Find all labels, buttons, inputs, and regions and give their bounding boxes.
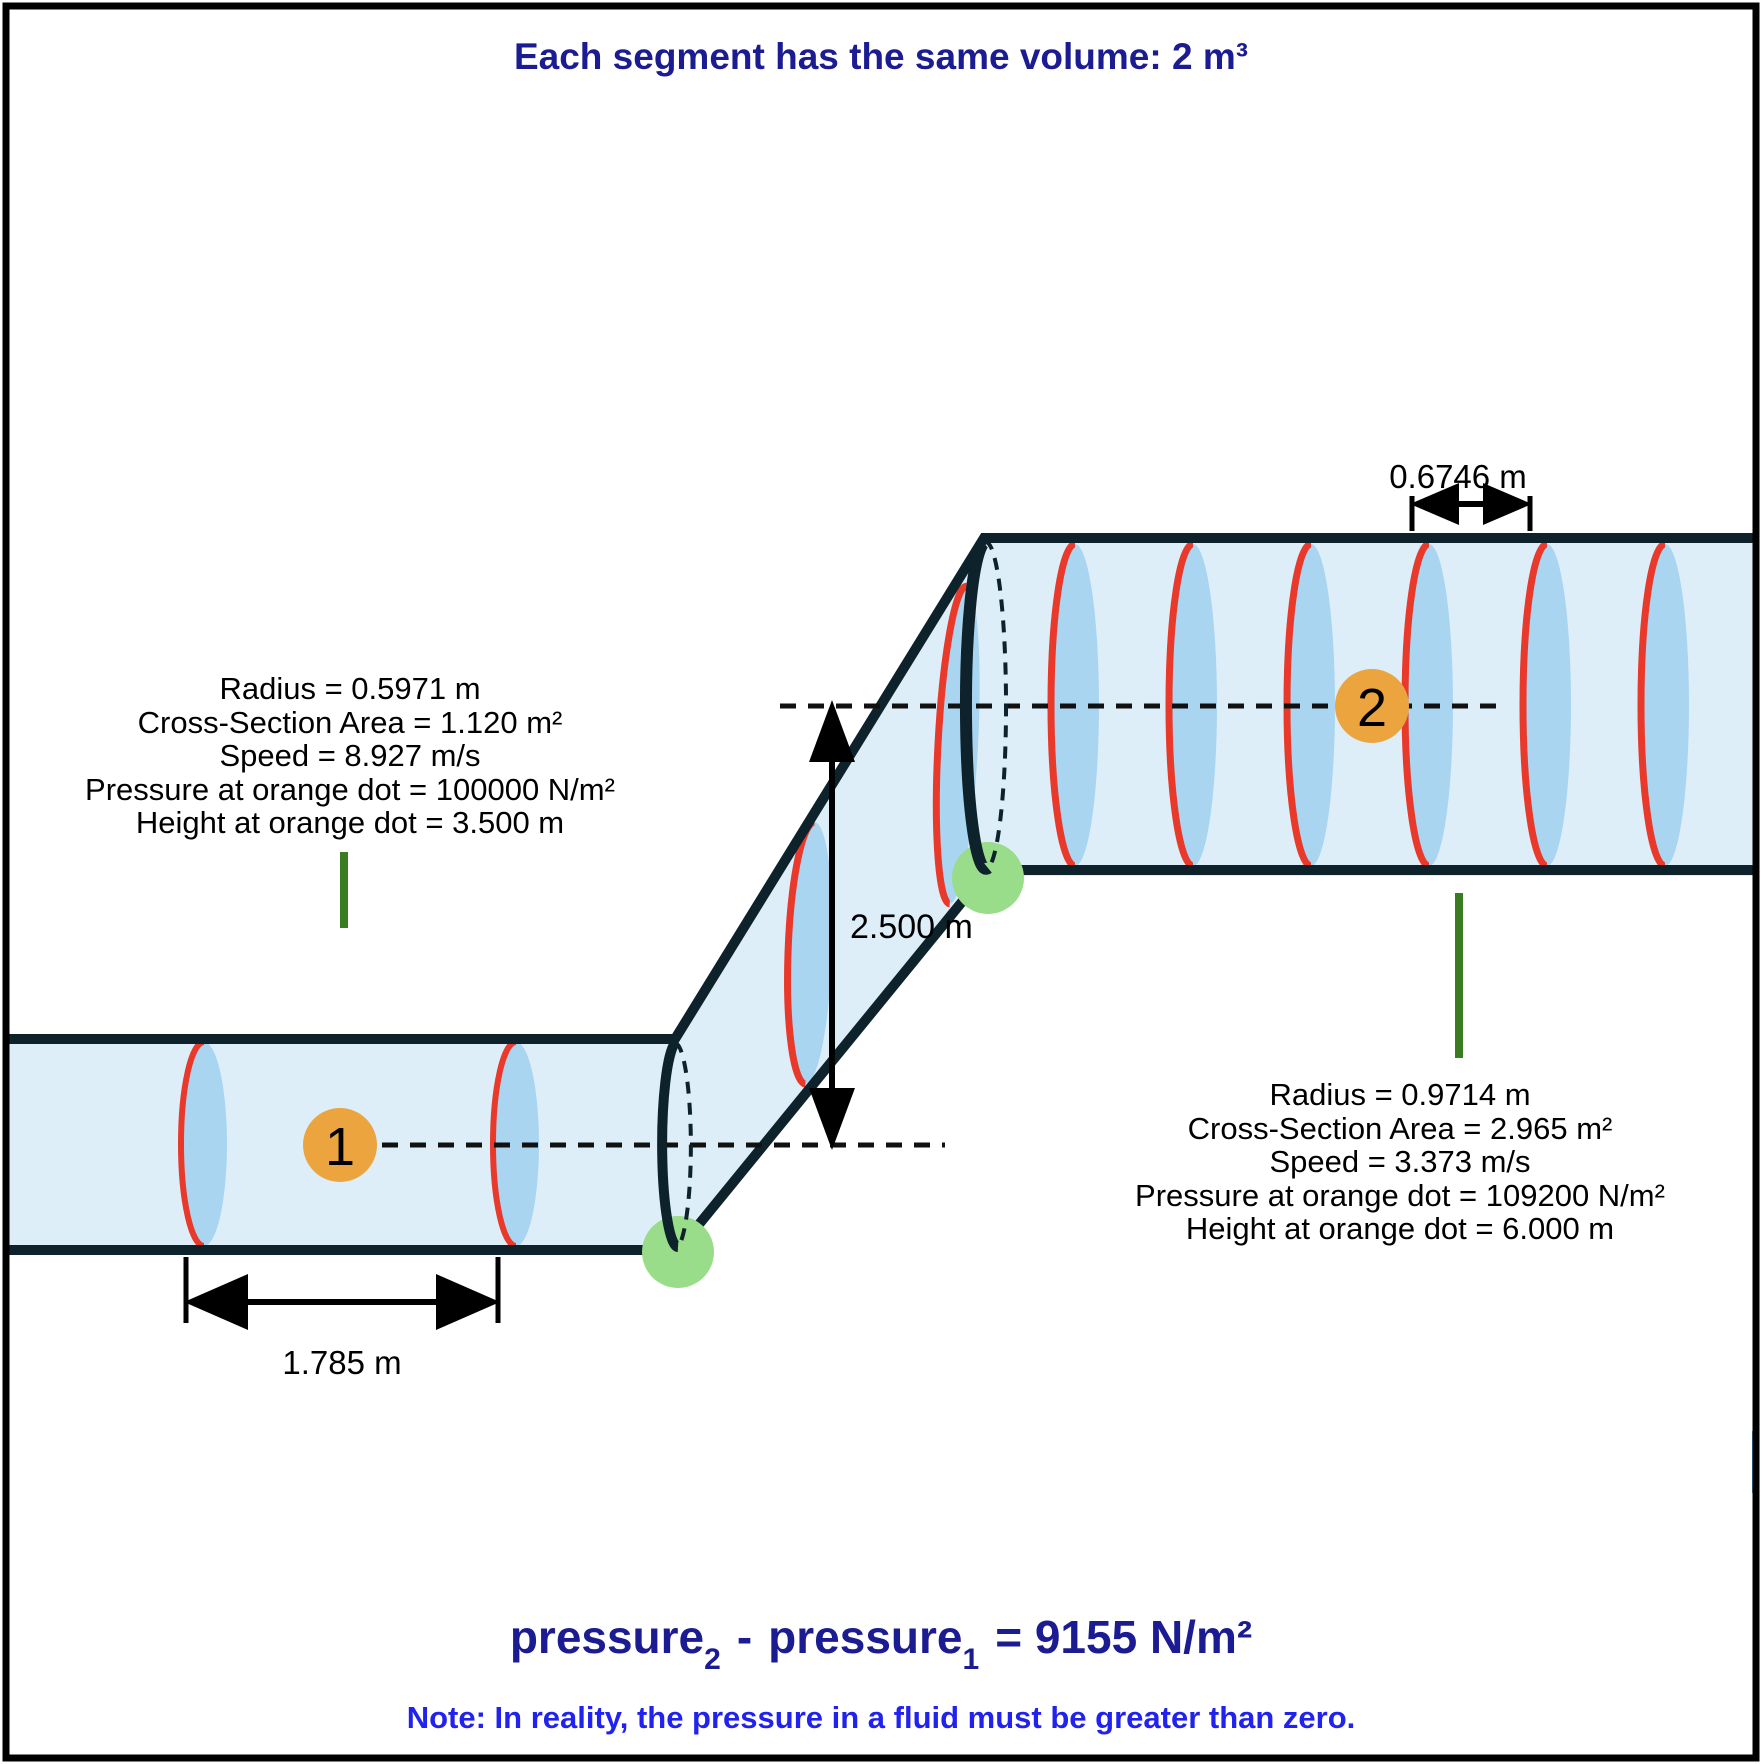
segment2-radius: Radius = 0.9714 m: [1269, 1077, 1531, 1112]
upper-segment-dimension: [1409, 483, 1533, 531]
segment2-info: Radius = 0.9714 m Cross-Section Area = 2…: [1040, 1078, 1760, 1246]
pressure-difference-result: pressure2-pressure1= 9155 N/m²: [0, 1610, 1762, 1676]
upper-pipe-endcap-back-arc: [982, 540, 1009, 870]
segment1-height: Height at orange dot = 3.500 m: [135, 805, 565, 840]
upper-segment-length-label: 0.6746 m: [1389, 458, 1527, 495]
footnote: Note: In reality, the pressure in a flui…: [406, 1700, 1356, 1735]
segment1-pressure: Pressure at orange dot = 100000 N/m²: [85, 771, 615, 807]
orange-dot-1: 1: [303, 1108, 377, 1182]
segment2-height: Height at orange dot = 6.000 m: [1185, 1211, 1615, 1246]
segment-divider: [1637, 540, 1689, 870]
upper-pipe-endcap-front-arc: [959, 538, 992, 875]
segment-divider-arc: [490, 1039, 517, 1249]
segment2-pressure: Pressure at orange dot = 109200 N/m²: [1135, 1177, 1665, 1213]
result-word1: pressure: [768, 1611, 963, 1663]
segment-divider: [178, 1039, 227, 1249]
segment-divider: [1165, 540, 1217, 870]
segment1-radius: Radius = 0.5971 m: [219, 671, 481, 706]
orange-dot-1-label: 1: [325, 1117, 355, 1177]
height-difference-arrow: [809, 700, 855, 1150]
orange-dot-2: 2: [1335, 669, 1409, 743]
segment-lens: [493, 1042, 539, 1246]
green-bend-dot-upper: [952, 842, 1024, 914]
lower-pipe-endcap-front-arc: [657, 1039, 680, 1252]
green-bend-dot-lower: [642, 1216, 714, 1288]
segment-lens: [181, 1042, 227, 1246]
segment2-speed: Speed = 3.373 m/s: [1269, 1144, 1531, 1179]
result-sub2: 2: [704, 1643, 721, 1676]
result-value: = 9155 N/m²: [995, 1611, 1253, 1663]
segment-divider-arc: [932, 582, 968, 908]
orange-dot-2-label: 2: [1357, 678, 1387, 738]
result-dash: -: [736, 1611, 753, 1663]
page-title: Each segment has the same volume: 2 m³: [513, 36, 1249, 77]
result-sub1: 1: [962, 1643, 980, 1676]
segment1-speed: Speed = 8.927 m/s: [219, 738, 481, 773]
segment-divider: [490, 1039, 539, 1249]
lower-segment-dimension: [183, 1257, 501, 1330]
segment1-info: Radius = 0.5971 m Cross-Section Area = 1…: [0, 672, 700, 840]
segment1-area: Cross-Section Area = 1.120 m²: [137, 704, 563, 740]
height-difference-label: 2.500 m: [850, 908, 973, 946]
lower-segment-length-label: 1.785 m: [282, 1344, 402, 1381]
lower-pipe-endcap-back-arc: [674, 1041, 693, 1249]
segment2-area: Cross-Section Area = 2.965 m²: [1187, 1110, 1613, 1146]
result-word2: pressure: [509, 1611, 705, 1663]
segment-lens: [787, 822, 833, 1084]
segment-divider: [1519, 540, 1571, 870]
segment-divider-arc: [178, 1039, 205, 1249]
